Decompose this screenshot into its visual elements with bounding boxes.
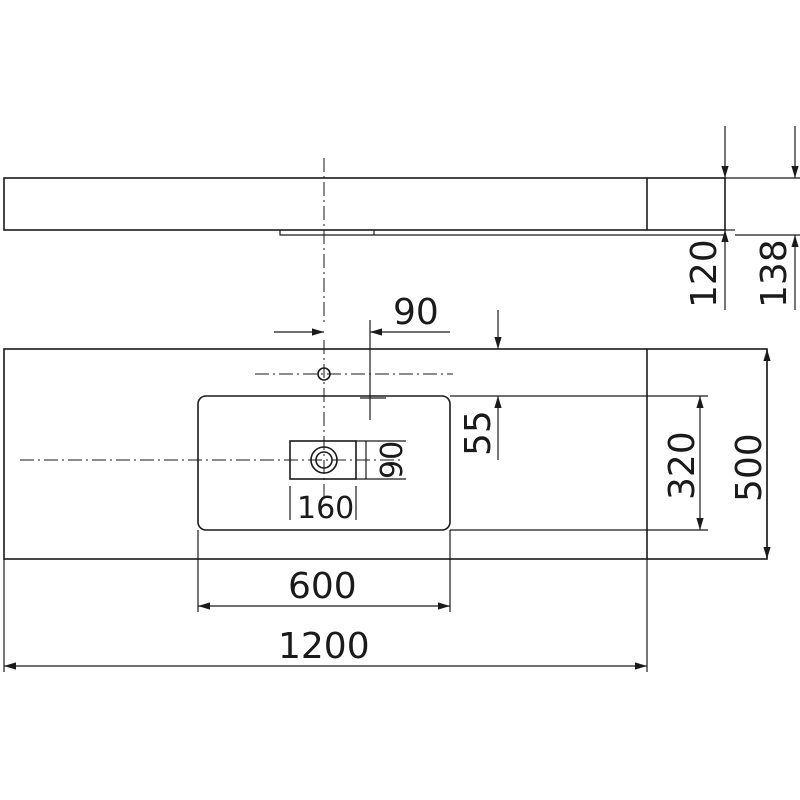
dimension-120: 120 bbox=[684, 126, 735, 310]
dimension-138-label: 138 bbox=[754, 239, 795, 308]
dimension-90-drain: 90 bbox=[356, 440, 410, 480]
dimension-600-label: 600 bbox=[288, 566, 357, 607]
dimension-138: 138 bbox=[725, 126, 800, 310]
dimension-500: 500 bbox=[729, 349, 771, 559]
dimension-90-drain-label: 90 bbox=[375, 441, 410, 479]
dimension-90-offset: 90 bbox=[274, 292, 450, 420]
side-view bbox=[3, 158, 726, 322]
dimension-55: 55 bbox=[450, 310, 708, 460]
dimension-600: 600 bbox=[197, 530, 451, 612]
dimension-55-label: 55 bbox=[458, 410, 499, 456]
dimension-90-offset-label: 90 bbox=[393, 292, 439, 333]
dimension-320: 320 bbox=[450, 396, 708, 531]
dimension-160: 160 bbox=[289, 486, 357, 526]
side-view-slab bbox=[3, 177, 726, 231]
dimension-320-label: 320 bbox=[662, 431, 703, 500]
dimension-120-label: 120 bbox=[684, 239, 725, 308]
dimension-500-label: 500 bbox=[729, 433, 770, 502]
dimension-160-label: 160 bbox=[297, 491, 354, 526]
dimension-1200: 1200 bbox=[3, 559, 648, 672]
dimension-1200-label: 1200 bbox=[278, 626, 370, 667]
